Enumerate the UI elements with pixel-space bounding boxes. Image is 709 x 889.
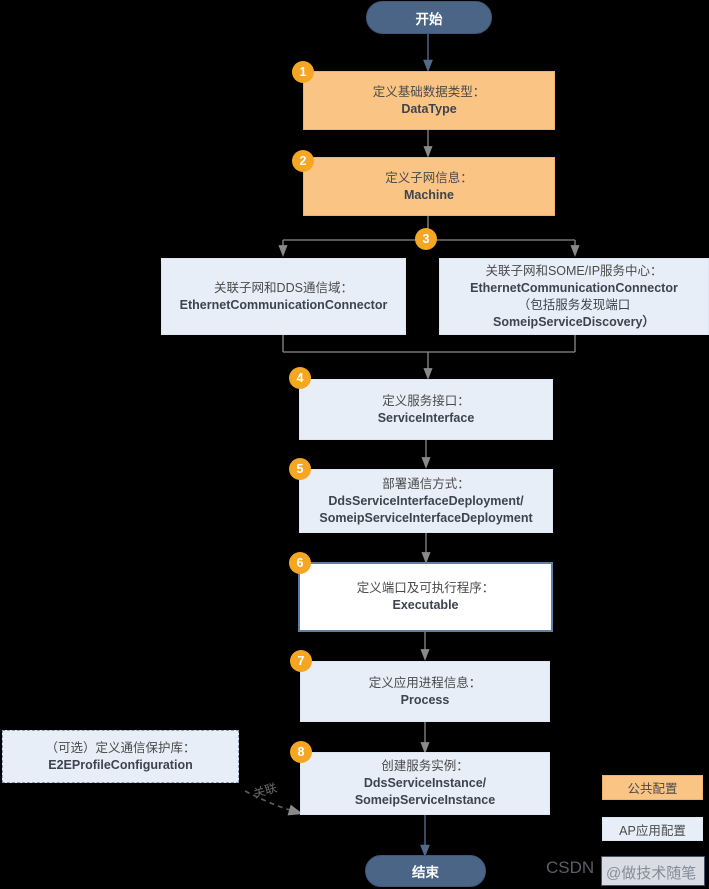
- node-service-interface-line1: 定义服务接口：: [382, 393, 470, 408]
- node-ethernet-connector-someip-line4: SomeipServiceDiscovery）: [493, 314, 655, 329]
- step-badge-5: 5: [289, 458, 311, 480]
- node-process-line2: Process: [400, 692, 450, 707]
- legend-ap-config-label: AP应用配置: [619, 823, 686, 838]
- step-badge-8: 8: [290, 741, 312, 763]
- node-service-instance-line3: SomeipServiceInstance: [354, 793, 496, 807]
- node-ethernet-connector-dds-line2: EthernetCommunicationConnector: [179, 297, 388, 312]
- node-service-instance[interactable]: 创建服务实例： DdsServiceInstance/ SomeipServic…: [300, 752, 550, 815]
- start-node[interactable]: 开始: [366, 1, 492, 34]
- legend-ap-config[interactable]: AP应用配置: [602, 817, 703, 841]
- relation-label: 关联: [251, 780, 279, 802]
- node-machine[interactable]: 定义子网信息： Machine: [303, 157, 555, 216]
- step-badge-6: 6: [289, 552, 311, 574]
- node-machine-line1: 定义子网信息：: [385, 170, 473, 185]
- node-deployment-line2: DdsServiceInterfaceDeployment/: [328, 493, 524, 508]
- node-ethernet-connector-someip[interactable]: 关联子网和SOME/IP服务中心： EthernetCommunicationC…: [439, 258, 709, 335]
- node-ethernet-connector-someip-line1: 关联子网和SOME/IP服务中心：: [485, 263, 663, 278]
- legend-public-config[interactable]: 公共配置: [602, 775, 703, 800]
- end-node[interactable]: 结束: [365, 855, 486, 887]
- node-executable-line1: 定义端口及可执行程序：: [356, 581, 495, 595]
- node-deployment-line3: SomeipServiceInterfaceDeployment: [319, 510, 533, 525]
- step-badge-4: 4: [289, 367, 311, 389]
- node-e2e-line2: E2EProfileConfiguration: [48, 757, 193, 772]
- node-ethernet-connector-someip-line3: （包括服务发现端口: [517, 297, 631, 312]
- end-label: 结束: [412, 865, 439, 880]
- step-badge-7: 7: [290, 650, 312, 672]
- node-service-interface[interactable]: 定义服务接口： ServiceInterface: [299, 379, 553, 440]
- node-ethernet-connector-dds[interactable]: 关联子网和DDS通信域： EthernetCommunicationConnec…: [161, 258, 406, 335]
- node-service-interface-line2: ServiceInterface: [377, 410, 475, 425]
- step-badge-2: 2: [292, 150, 314, 172]
- node-machine-line2: Machine: [403, 187, 454, 202]
- node-datatype-line1: 定义基础数据类型：: [372, 84, 486, 99]
- step-badge-3: 3: [415, 228, 437, 250]
- node-ethernet-connector-dds-line1: 关联子网和DDS通信域：: [214, 280, 353, 295]
- legend-public-config-label: 公共配置: [627, 782, 678, 796]
- node-datatype[interactable]: 定义基础数据类型： DataType: [303, 71, 555, 130]
- watermark-box: [601, 856, 705, 886]
- watermark-handle: @做技术随笔: [606, 865, 697, 882]
- watermark-site: CSDN: [546, 858, 595, 877]
- node-e2e-line1: （可选）定义通信保护库：: [45, 740, 196, 755]
- step-badge-1: 1: [292, 61, 314, 83]
- node-ethernet-connector-someip-line2: EthernetCommunicationConnector: [470, 280, 678, 295]
- node-process-line1: 定义应用进程信息：: [368, 675, 482, 690]
- node-executable-line2: Executable: [392, 598, 459, 612]
- node-service-instance-line2: DdsServiceInstance/: [363, 776, 487, 790]
- node-e2e-profile-configuration[interactable]: （可选）定义通信保护库： E2EProfileConfiguration: [2, 730, 239, 783]
- node-process[interactable]: 定义应用进程信息： Process: [300, 661, 550, 722]
- node-deployment-line1: 部署通信方式：: [382, 476, 470, 491]
- node-service-instance-line1: 创建服务实例：: [381, 759, 469, 773]
- start-label: 开始: [415, 11, 443, 27]
- node-service-interface-deployment[interactable]: 部署通信方式： DdsServiceInterfaceDeployment/ S…: [299, 469, 553, 533]
- node-datatype-line2: DataType: [401, 101, 457, 116]
- node-executable[interactable]: 定义端口及可执行程序： Executable: [298, 562, 553, 632]
